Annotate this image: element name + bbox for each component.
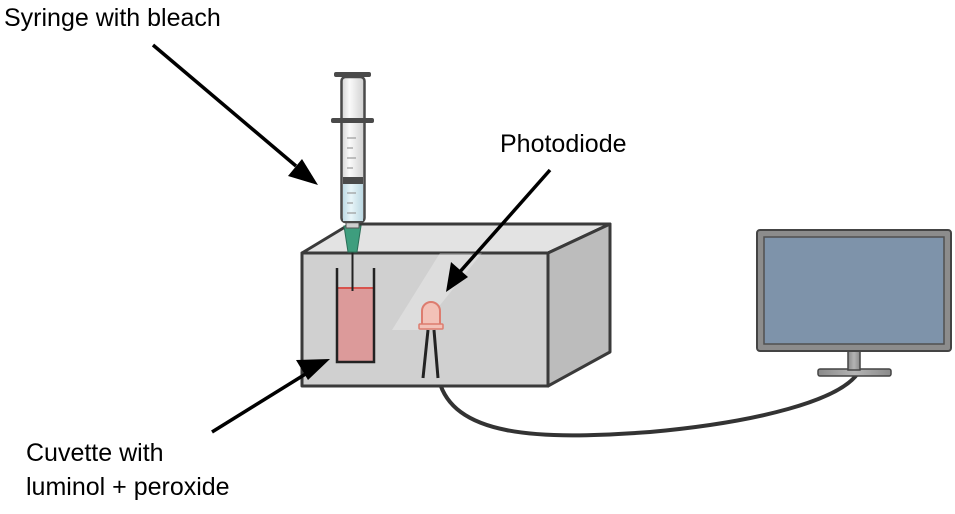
cuvette — [335, 268, 376, 364]
label-photodiode: Photodiode — [500, 130, 627, 158]
label-cuvette-line1: Cuvette with — [26, 439, 164, 467]
box-side-face — [546, 222, 612, 388]
photodiode-lead-right — [432, 329, 440, 379]
photodiode-body — [421, 301, 441, 327]
monitor-screen — [763, 236, 945, 345]
cuvette-walls — [335, 268, 376, 364]
cuvette-liquid — [337, 288, 374, 362]
arrow-cuvette-head — [296, 359, 330, 380]
arrow-photodiode — [446, 168, 552, 292]
syringe-finger-flange — [331, 118, 374, 123]
cable — [436, 371, 860, 438]
syringe — [331, 72, 374, 291]
syringe-plunger-seal — [343, 177, 363, 184]
label-syringe: Syringe with bleach — [4, 4, 221, 32]
photodiode-lead-left — [421, 329, 430, 379]
photodiode-base — [418, 323, 444, 330]
label-cuvette-line2: luminol + peroxide — [26, 473, 230, 501]
arrow-syringe — [151, 43, 318, 185]
photodiode — [418, 301, 444, 379]
monitor-stand-neck — [847, 349, 861, 371]
syringe-graduations — [347, 137, 356, 214]
arrow-cuvette — [211, 359, 330, 434]
monitor — [756, 229, 952, 377]
syringe-plunger-top — [334, 72, 371, 77]
label-cuvette: Cuvette with luminol + peroxide — [26, 436, 230, 504]
arrow-syringe-head — [288, 159, 318, 185]
syringe-bleach — [343, 183, 363, 221]
arrow-photodiode-head — [446, 262, 468, 292]
